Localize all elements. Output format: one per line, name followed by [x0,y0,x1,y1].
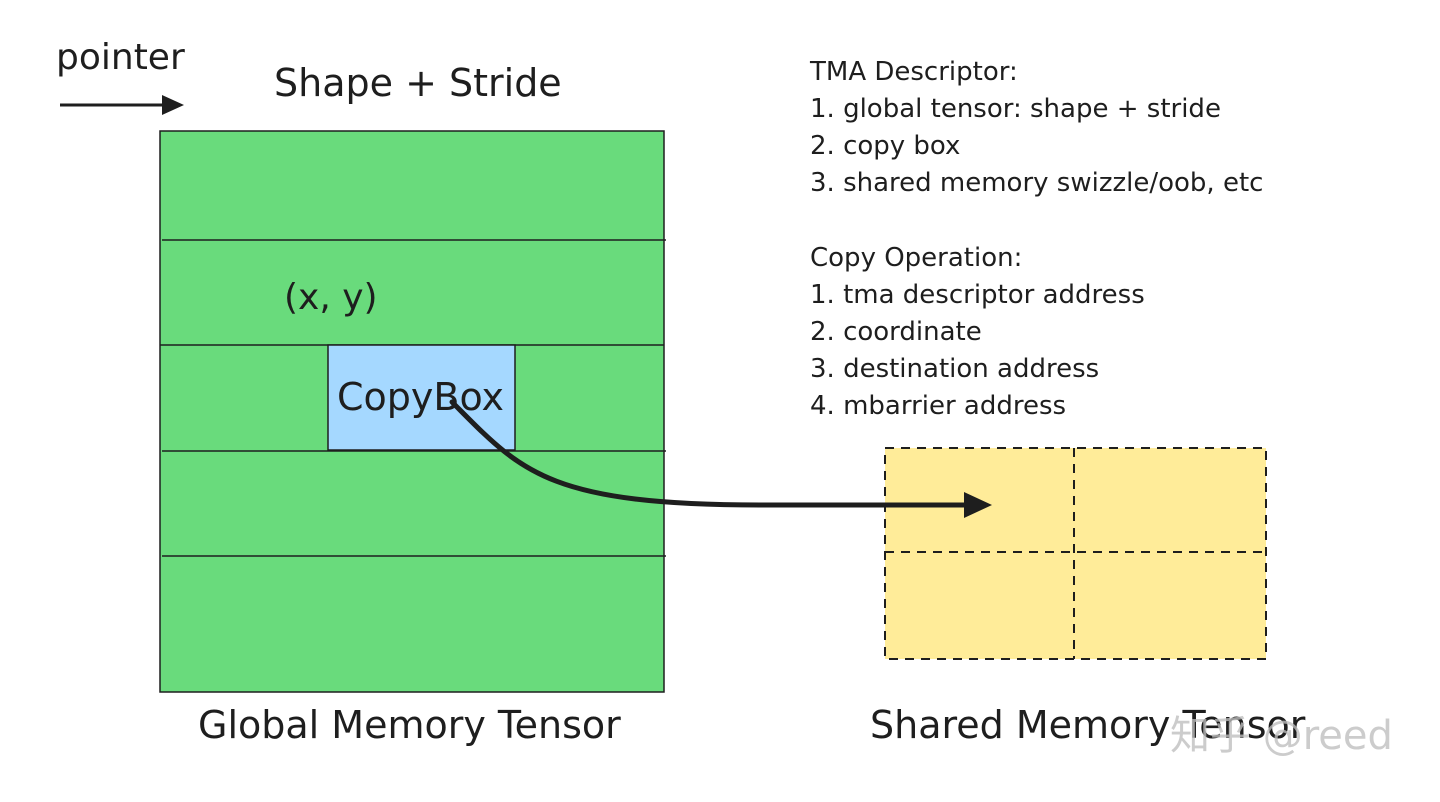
copy-operation-title: Copy Operation: [810,243,1023,273]
copy-operation-item: 1. tma descriptor address [810,280,1145,310]
tma-descriptor-item: 3. shared memory swizzle/oob, etc [810,168,1264,198]
copy-operation-item: 2. coordinate [810,317,982,347]
copy-operation-item: 4. mbarrier address [810,391,1067,421]
copy-arrow [449,399,992,518]
tma-descriptor-title: TMA Descriptor: [810,57,1018,87]
shared-tensor-label: Shared Memory Tensor [870,703,1306,747]
pointer-label: pointer [56,37,185,78]
watermark: 知乎 @reed [1170,713,1393,759]
tma-descriptor-item: 2. copy box [810,131,961,161]
coordinate-label: (x, y) [284,277,378,318]
pointer-arrow [60,95,184,115]
copy-box-label: CopyBox [337,375,505,419]
tma-descriptor-item: 1. global tensor: shape + stride [810,94,1221,124]
shared-tensor-rect [884,447,1267,660]
shape-stride-label: Shape + Stride [274,61,562,105]
shared-memory-tensor [884,447,1267,660]
tma-descriptor-block: TMA Descriptor: 1. global tensor: shape … [810,54,1263,202]
copy-operation-item: 3. destination address [810,354,1100,384]
copy-operation-block: Copy Operation: 1. tma descriptor addres… [810,240,1145,425]
global-tensor-label: Global Memory Tensor [198,703,621,747]
